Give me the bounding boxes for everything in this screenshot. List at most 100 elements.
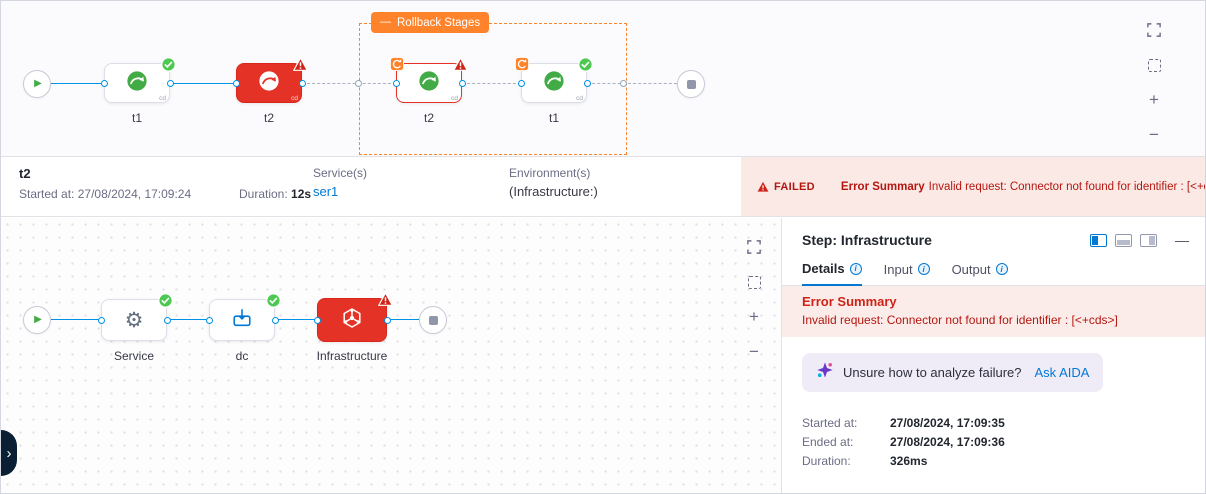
tab-input[interactable]: Input i [884,261,930,285]
minimize-panel-button[interactable]: — [1175,232,1189,248]
step-details-panel: Step: Infrastructure — Details i Input i [781,218,1205,493]
step-panel-title: Step: Infrastructure [802,232,932,248]
stage-node-t1[interactable]: cd [100,57,176,103]
stage-label: t2 [423,111,434,125]
error-summary-message: Invalid request: Connector not found for… [928,180,1206,193]
connector-port [97,316,105,324]
field-label: Ended at: [802,435,854,449]
tab-details[interactable]: Details i [802,261,862,286]
connector-port [392,79,400,87]
started-label: Started at: [19,187,75,201]
edge-rollback [462,83,521,84]
field-label: Duration: [802,454,851,468]
rollback-stages-tag[interactable]: — Rollback Stages [371,12,490,33]
step-panel-tabs: Details i Input i Output i [782,261,1205,286]
field-value: 27/08/2024, 17:09:35 [890,416,1005,430]
zoom-in-button[interactable]: + [743,306,765,328]
connector-port [205,316,213,324]
chevron-right-icon: › [6,444,12,462]
field-row: Ended at: 27/08/2024, 17:09:36 [802,435,1205,449]
edge-rollback [302,83,396,84]
zoom-out-button[interactable]: − [743,341,765,363]
collapse-icon: — [380,16,391,28]
rollback-stage-node-t1[interactable]: cd [515,57,593,103]
error-summary-title: Error Summary [840,180,925,193]
play-icon: ▶ [34,78,42,89]
ask-aida-link[interactable]: Ask AIDA [1034,365,1090,380]
failed-label: FAILED [774,180,815,193]
connector-port [620,80,627,87]
edge [167,319,209,320]
fullscreen-button[interactable] [743,236,765,258]
step-error-box: Error Summary Invalid request: Connector… [782,286,1205,337]
connector-port [163,316,171,324]
layout-bottom-pane-icon[interactable] [1115,233,1132,247]
graph-controls: + − [1143,19,1165,146]
connector-port [583,79,591,87]
pipeline-end-node [677,70,705,98]
marquee-select-button[interactable] [743,271,765,293]
info-icon[interactable]: i [917,263,930,275]
tab-label: Details [802,261,845,276]
connector-port [313,316,321,324]
execution-graph-canvas[interactable]: ▶ ⚙ Service [1,218,781,493]
fullscreen-button[interactable] [1143,19,1165,41]
module-cd-tag: cd [576,95,583,102]
layout-left-pane-icon[interactable] [1090,233,1107,247]
step-panel-header: Step: Infrastructure — [782,218,1205,248]
stage-label: t1 [131,111,142,125]
stage-node-t2[interactable]: cd [232,56,309,103]
info-icon[interactable]: i [995,263,1008,275]
rollback-stage-node-t2[interactable]: cd [390,56,469,103]
stop-icon [686,79,696,89]
stage-duration: Duration: 12s [239,187,311,201]
step-node-service[interactable]: ⚙ [97,293,173,341]
service-link[interactable]: ser1 [313,184,339,199]
failed-badge-icon [377,291,394,307]
tab-label: Input [883,261,913,277]
edge [170,83,236,84]
success-badge-icon [266,293,281,308]
field-row: Duration: 326ms [802,454,1205,468]
edge [275,319,317,320]
step-label: Infrastructure [316,349,388,363]
stage-started-at: Started at: 27/08/2024, 17:09:24 [19,187,191,201]
connector-port [100,79,108,87]
stop-icon [428,315,438,325]
edge [387,319,419,320]
field-label: Started at: [802,416,858,430]
success-badge-icon [158,293,173,308]
tab-output[interactable]: Output i [952,261,1008,285]
step-node-dc[interactable] [205,293,281,341]
layout-right-pane-icon[interactable] [1140,233,1157,247]
aida-icon [816,361,834,384]
failed-status-badge: FAILED [757,181,815,193]
zoom-out-button[interactable]: − [1143,124,1165,146]
step-node-infrastructure[interactable] [313,291,394,342]
rollback-badge-icon [390,57,404,71]
expand-sidebar-toggle[interactable]: › [1,430,17,476]
infrastructure-icon [340,306,364,335]
rollback-stages-container [359,23,627,155]
edge [51,83,104,84]
execution-detail-area: ▶ ⚙ Service [1,218,1205,493]
zoom-in-button[interactable]: + [1143,89,1165,111]
error-summary-title: Error Summary [802,294,897,309]
stage-graph-canvas[interactable]: — Rollback Stages ▶ cd t1 [1,1,1205,157]
marquee-select-button[interactable] [1143,54,1165,76]
connector-port [298,79,306,87]
connector-port [355,80,362,87]
step-label: dc [235,349,249,363]
success-badge-icon [161,57,176,72]
stage-title: t2 [19,166,31,181]
graph-controls: + − [743,236,765,363]
info-icon[interactable]: i [849,262,862,275]
execution-end-node [419,306,447,334]
gear-icon: ⚙ [124,308,144,332]
duration-label: Duration: [239,187,288,201]
rollback-stages-label: Rollback Stages [397,16,481,29]
play-icon: ▶ [34,314,42,325]
module-cd-tag: cd [159,95,166,102]
